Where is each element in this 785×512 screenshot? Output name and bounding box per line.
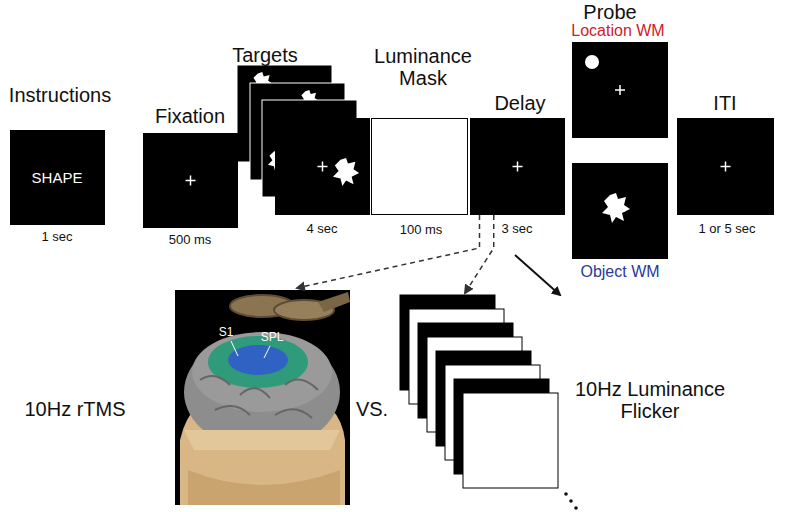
screen-text: 10Hz Luminance Flicker (566, 378, 734, 422)
screen-box: Fixation500 ms (143, 133, 238, 228)
screen-text: S1 (211, 326, 241, 339)
screen-symbols (470, 118, 565, 215)
condition-label: 10Hz rTMS (15, 398, 135, 420)
flicker-frames (400, 295, 558, 488)
screen-symbols (677, 118, 774, 215)
screen-box: ProbeLocation WM (572, 42, 668, 138)
screen-text: Location WM (558, 22, 678, 40)
screen-symbols (275, 118, 370, 215)
screen-text: 1 or 5 sec (682, 222, 772, 236)
screen-text: SPL (252, 331, 292, 344)
screen-box: Luminance Mask100 ms (371, 118, 468, 215)
screen-text: ITI (685, 92, 765, 114)
flicker-stack: 10Hz Luminance Flicker (400, 295, 560, 490)
screen-text: Delay (470, 92, 570, 114)
tms-image-panel: S1 SPL (175, 290, 350, 505)
screen-text: 500 ms (150, 233, 230, 247)
continuation-dots (564, 492, 578, 510)
dashed-arrow (465, 215, 494, 293)
screen-symbols (143, 133, 238, 228)
screen-symbols (572, 42, 668, 138)
screen-text: 4 sec (282, 222, 362, 236)
screen-box: Targets4 sec (275, 118, 370, 215)
screen-text: Luminance Mask (369, 45, 477, 89)
screen-box: InstructionsSHAPE1 sec (10, 130, 105, 225)
screen-text: Targets (215, 44, 315, 66)
screen-text: Fixation (135, 105, 245, 127)
screen-text: 100 ms (381, 223, 461, 237)
screen-text: 3 sec (487, 222, 547, 236)
screen-symbols (572, 163, 668, 259)
screen-text: Probe (565, 1, 655, 23)
tms-head-illustration (175, 290, 350, 505)
screen-box: ITI1 or 5 sec (677, 118, 774, 215)
screen-text: Object WM (560, 263, 680, 281)
condition-label: VS. (347, 398, 397, 420)
screen-box: Object WM (572, 163, 668, 259)
flicker-frame (463, 393, 558, 488)
screen-text: SHAPE (12, 170, 102, 187)
screen-text: 1 sec (17, 230, 97, 244)
screen-box: Delay3 sec (470, 118, 565, 215)
time-arrow (515, 255, 560, 295)
screen-text: Instructions (2, 84, 118, 106)
